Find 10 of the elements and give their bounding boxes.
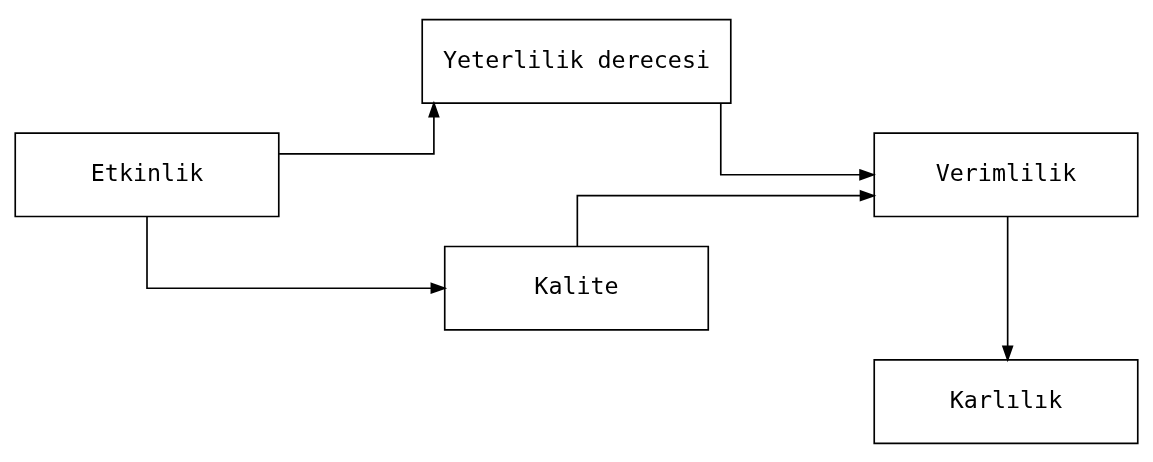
node-box: Kalite (443, 245, 710, 331)
arrow (278, 100, 440, 155)
arrow (719, 102, 876, 181)
node-box: Etkinlik (14, 131, 280, 217)
arrow (146, 215, 448, 294)
arrow (576, 189, 877, 247)
node-box: Karlılık (873, 358, 1139, 444)
node-box: Yeterlilik derecesi (421, 18, 732, 104)
arrow (1001, 215, 1014, 362)
node-box: Verimlilik (873, 131, 1139, 217)
